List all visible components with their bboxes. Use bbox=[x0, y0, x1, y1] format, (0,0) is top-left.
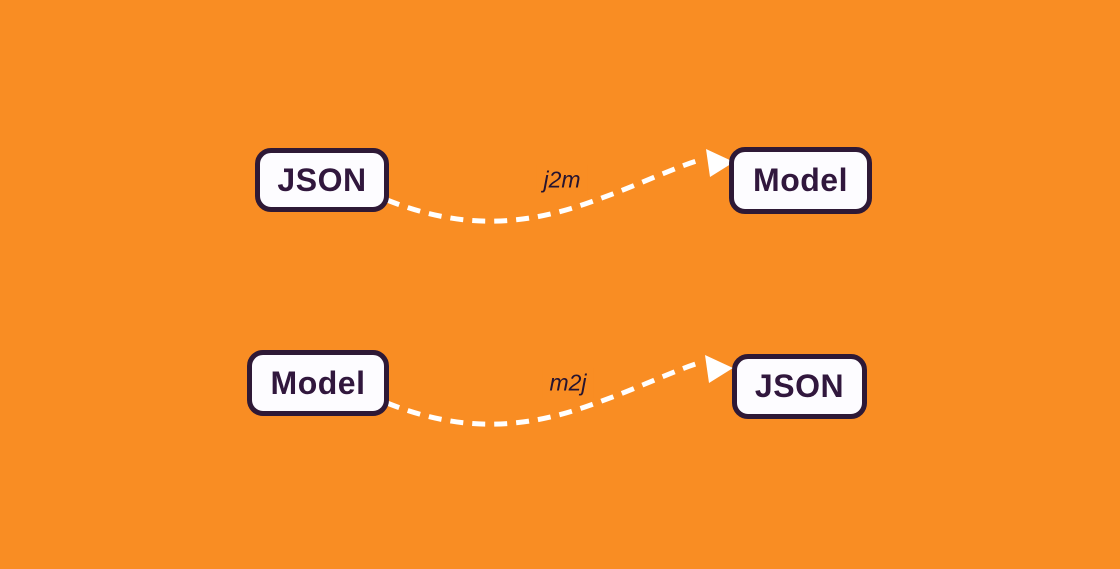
node-json-target: JSON bbox=[732, 354, 867, 419]
edge-m2j-arrowhead-icon bbox=[705, 355, 733, 383]
node-model-source: Model bbox=[247, 350, 389, 416]
node-label: JSON bbox=[754, 368, 845, 404]
node-model-target: Model bbox=[729, 147, 872, 214]
node-label: JSON bbox=[277, 161, 367, 198]
node-label: Model bbox=[753, 162, 848, 198]
edge-j2m-curve bbox=[386, 156, 704, 224]
node-json-source: JSON bbox=[255, 148, 389, 212]
edge-j2m-arrowhead-icon bbox=[706, 149, 734, 177]
node-label: Model bbox=[270, 364, 366, 401]
edge-label-j2m: j2m bbox=[536, 164, 588, 196]
edge-label-m2j: m2j bbox=[542, 367, 594, 399]
edge-m2j-curve bbox=[386, 359, 703, 427]
